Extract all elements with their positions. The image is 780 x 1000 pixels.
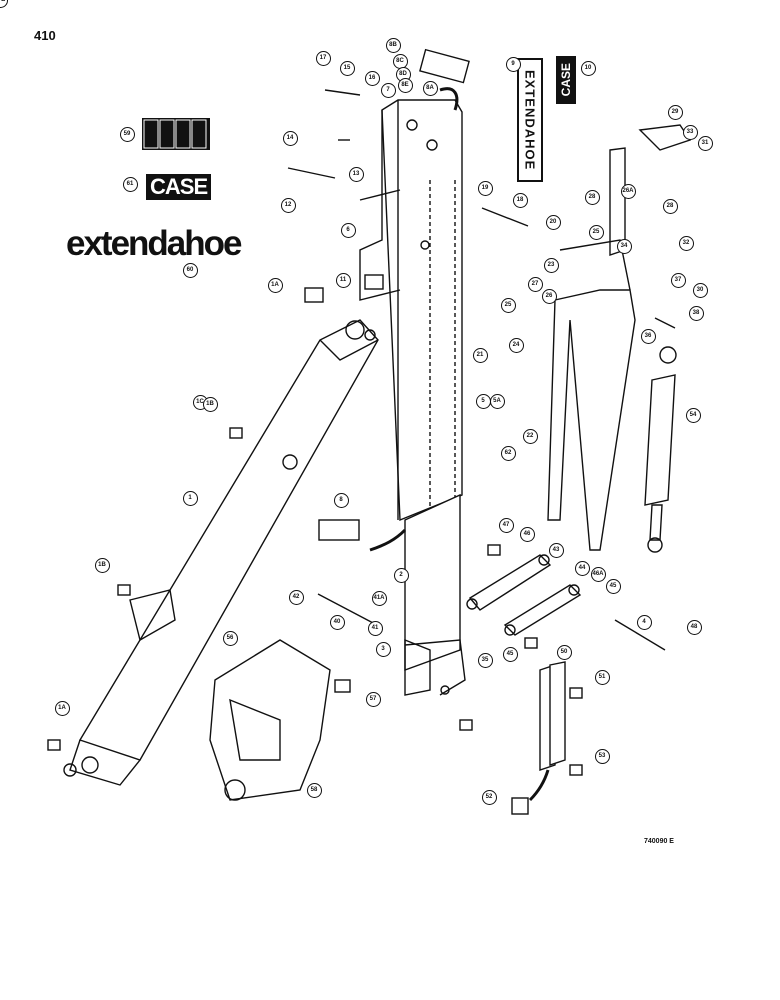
callout-58: 58 <box>306 782 322 798</box>
callout-28: 28 <box>662 198 678 214</box>
callout-11: 11 <box>335 272 351 288</box>
callout-2: 2 <box>393 567 409 583</box>
callout-18: 18 <box>512 192 528 208</box>
callout-29: 29 <box>667 104 683 120</box>
callout-25: 25 <box>500 297 516 313</box>
callout-8: 8 <box>333 492 349 508</box>
callout-1A: 1A <box>54 700 70 716</box>
callout-8B: 8B <box>385 37 401 53</box>
callout-24: 24 <box>508 337 524 353</box>
callout-17: 17 <box>315 50 331 66</box>
callout-51: 51 <box>594 669 610 685</box>
link-51 <box>539 661 566 771</box>
cylinder <box>644 346 677 553</box>
callout-20: 20 <box>545 214 561 230</box>
case-vertical-decal: CASE <box>556 56 576 104</box>
callout-44: 44 <box>574 560 590 576</box>
callout-46A: 46A <box>590 566 606 582</box>
callout-4: 4 <box>636 614 652 630</box>
extendahoe-vertical-decal: EXTENDAHOE <box>517 58 543 182</box>
callout-35: 35 <box>477 652 493 668</box>
callout-26: 26 <box>541 288 557 304</box>
callout-1A: 1A <box>267 277 283 293</box>
callout-12: 12 <box>280 197 296 213</box>
callout-45: 45 <box>605 578 621 594</box>
case-logo: CASE <box>146 174 212 200</box>
callout-5A: 5A <box>489 393 505 409</box>
callout-25: 25 <box>588 224 604 240</box>
callout-59: 59 <box>119 126 135 142</box>
callout-1B: 1B <box>94 557 110 573</box>
callout-61: 61 <box>122 176 138 192</box>
callout-28: 28 <box>584 189 600 205</box>
callout-53: 53 <box>594 748 610 764</box>
callout-31: 31 <box>697 135 713 151</box>
page-number: 410 <box>34 28 56 43</box>
callout-21: 21 <box>472 347 488 363</box>
callout-34: 34 <box>616 238 632 254</box>
callout-52: 52 <box>481 789 497 805</box>
extendahoe-logo: extendahoe <box>66 224 242 263</box>
callout-54: 54 <box>685 407 701 423</box>
callout-41A: 41A <box>371 590 387 606</box>
callout-26A: 26A <box>620 183 636 199</box>
callout-46: 46 <box>519 526 535 542</box>
callout-57B: 57B <box>0 0 8 8</box>
callout-15: 15 <box>339 60 355 76</box>
callout-1B: 1B <box>202 396 218 412</box>
callout-3: 3 <box>375 641 391 657</box>
callout-27: 27 <box>527 276 543 292</box>
callout-9: 9 <box>505 56 521 72</box>
extendahoe-vertical-text: EXTENDAHOE <box>522 69 538 171</box>
callout-43: 43 <box>548 542 564 558</box>
callout-22: 22 <box>522 428 538 444</box>
callout-7: 7 <box>380 82 396 98</box>
swing-casting <box>209 639 331 801</box>
callout-38: 38 <box>688 305 704 321</box>
callout-40: 40 <box>329 614 345 630</box>
callout-30: 30 <box>692 282 708 298</box>
callout-57: 57 <box>365 691 381 707</box>
inner-boom <box>404 493 466 696</box>
callout-36: 36 <box>640 328 656 344</box>
decal-stripes-icon <box>143 119 207 149</box>
callout-8E: 8E <box>397 77 413 93</box>
callout-13: 13 <box>348 166 364 182</box>
callout-8A: 8A <box>422 80 438 96</box>
decal-59 <box>142 118 210 150</box>
callout-16: 16 <box>364 70 380 86</box>
links <box>466 554 582 636</box>
figure-code: 740090 E <box>644 838 674 845</box>
callout-62: 62 <box>500 445 516 461</box>
callout-6: 6 <box>340 222 356 238</box>
callout-60: 60 <box>182 262 198 278</box>
callout-14: 14 <box>282 130 298 146</box>
callout-56: 56 <box>222 630 238 646</box>
callout-42: 42 <box>288 589 304 605</box>
dipper-arm <box>63 319 379 786</box>
callout-10: 10 <box>580 60 596 76</box>
callout-32: 32 <box>678 235 694 251</box>
callout-45: 45 <box>502 646 518 662</box>
callout-47: 47 <box>498 517 514 533</box>
callout-33: 33 <box>682 124 698 140</box>
outer-boom <box>359 99 463 522</box>
callout-48: 48 <box>686 619 702 635</box>
callout-1: 1 <box>182 490 198 506</box>
callout-41: 41 <box>367 620 383 636</box>
callout-23: 23 <box>543 257 559 273</box>
callout-37: 37 <box>670 272 686 288</box>
callout-50: 50 <box>556 644 572 660</box>
callout-19: 19 <box>477 180 493 196</box>
callout-5: 5 <box>475 393 491 409</box>
pins <box>47 48 676 815</box>
